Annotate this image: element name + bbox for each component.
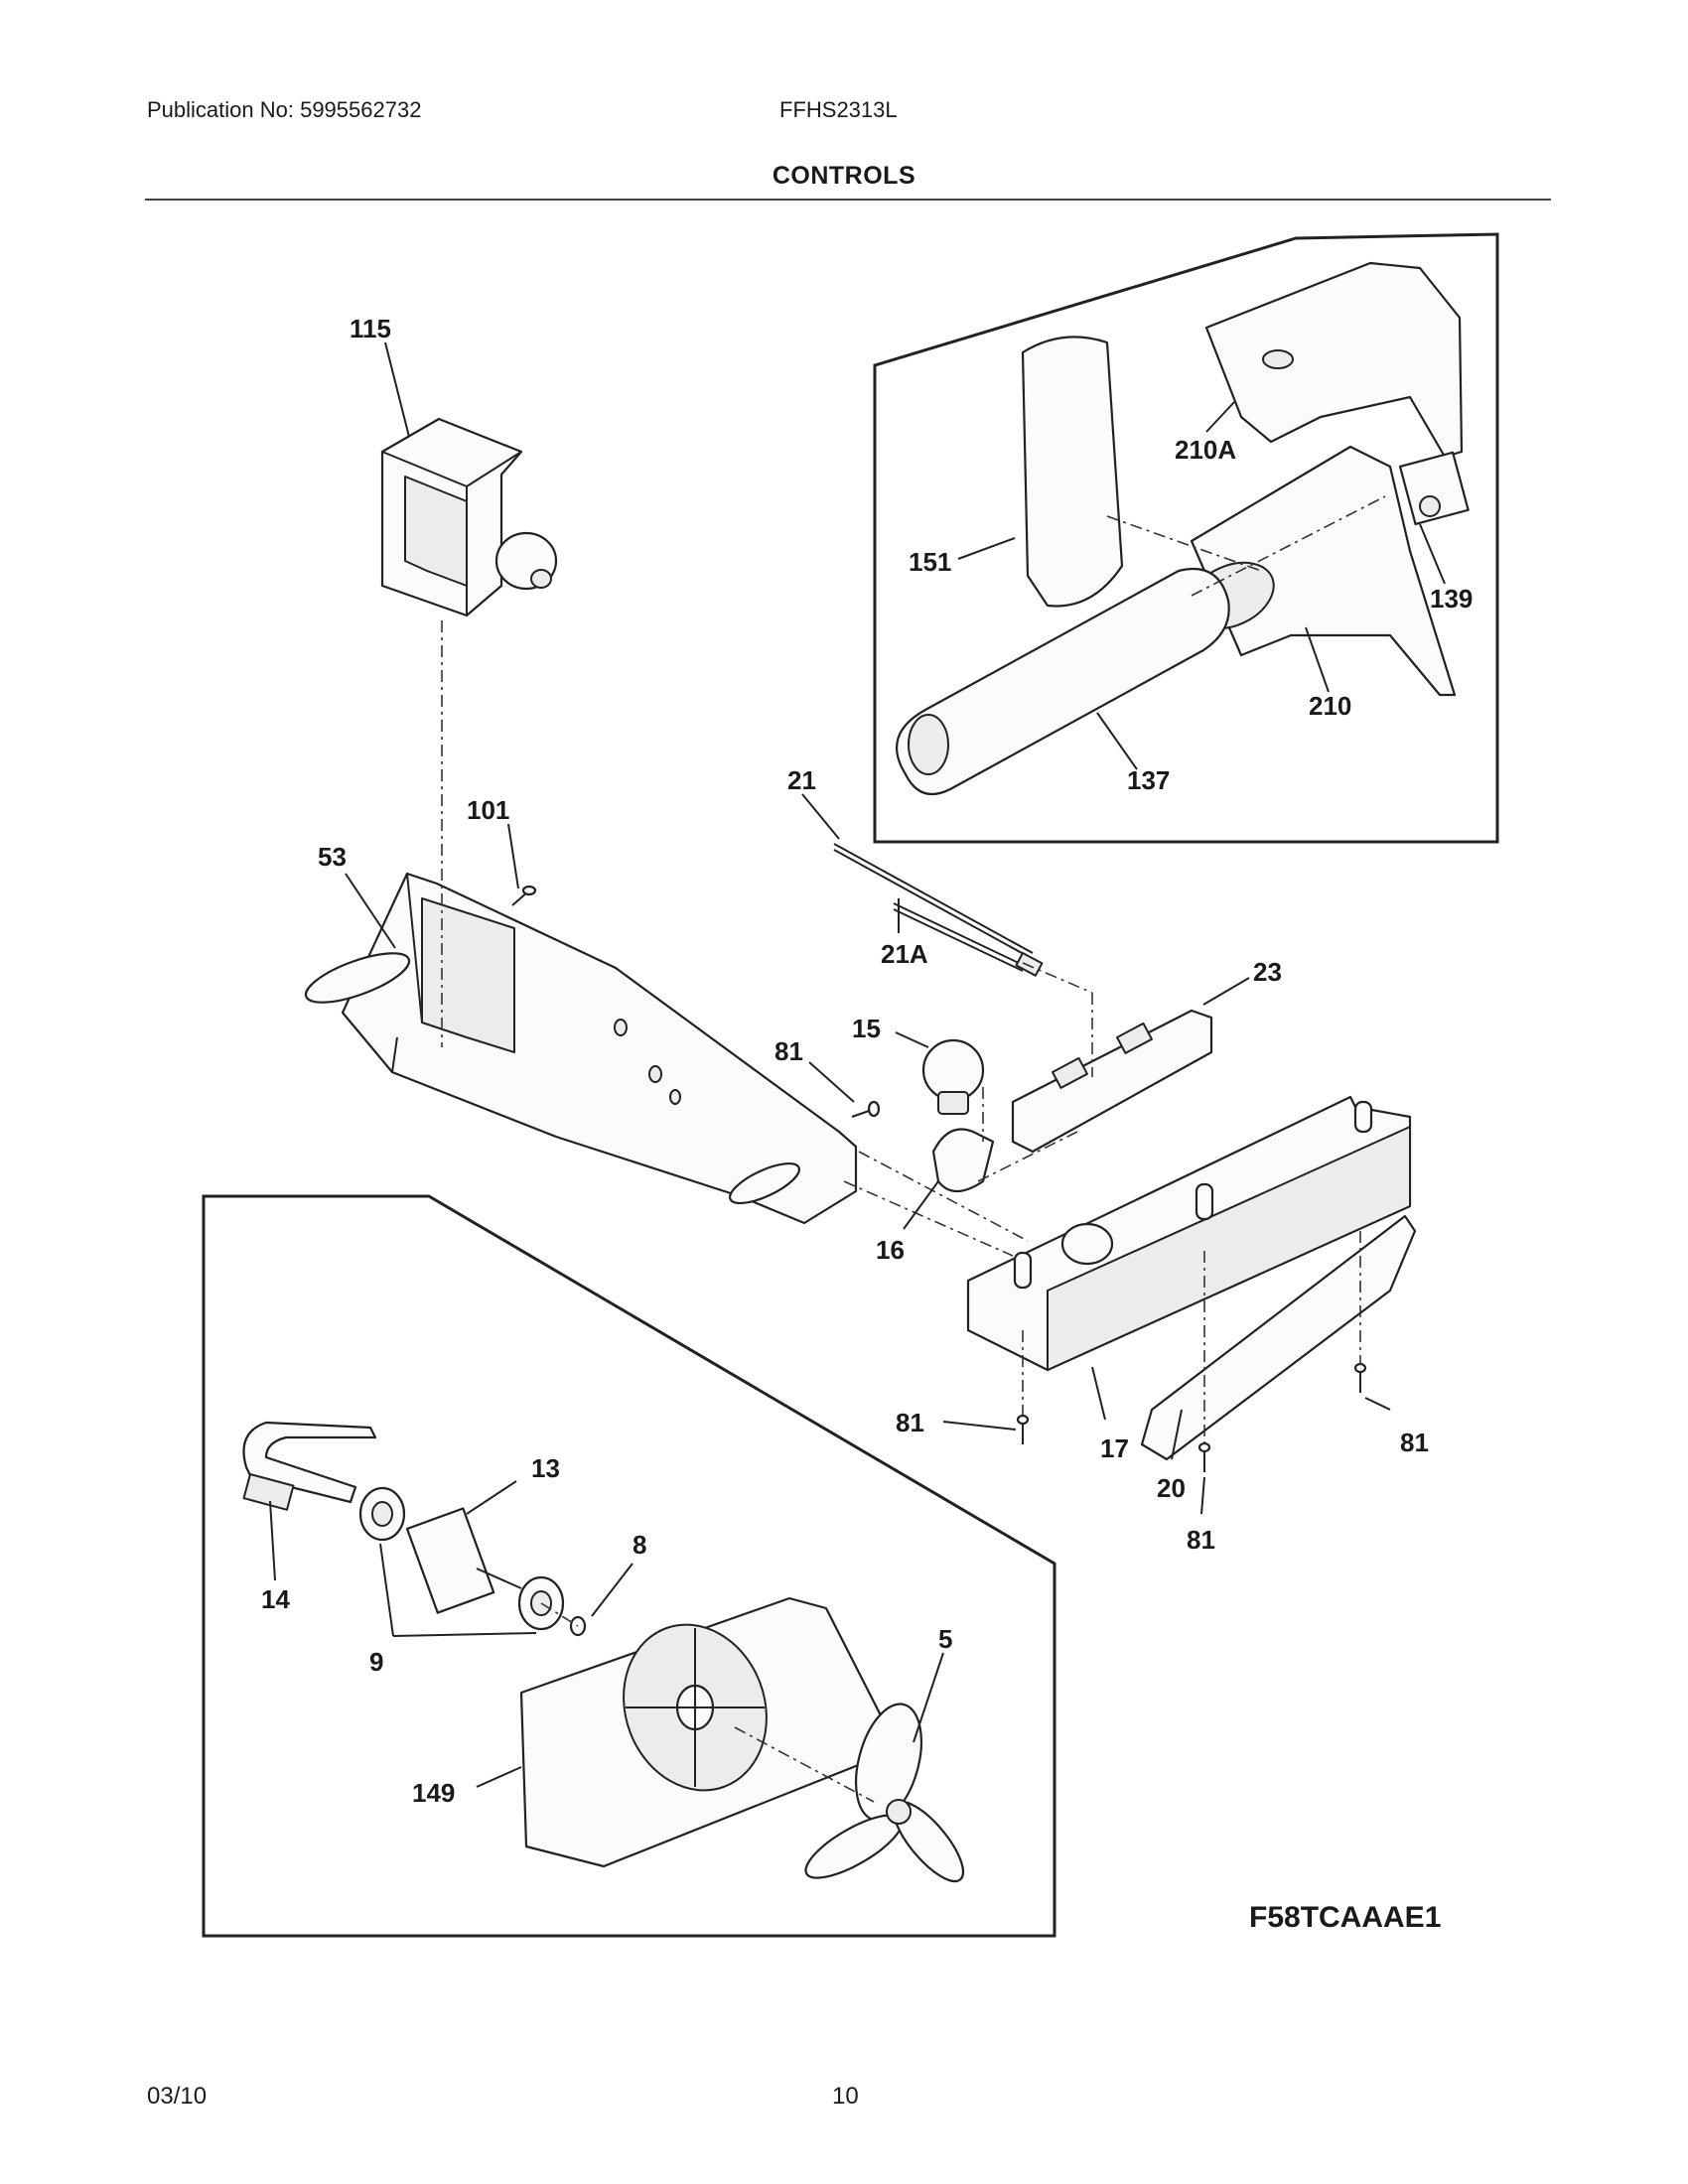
part-149-fan-shroud [519,1596,884,1868]
part-5-fan-blade [804,1703,965,1883]
callout-9: 9 [369,1647,383,1677]
callout-137: 137 [1127,765,1170,795]
callout-21: 21 [787,765,816,795]
callout-115: 115 [350,314,391,343]
callout-210: 210 [1309,691,1351,721]
callout-8: 8 [633,1530,646,1560]
part-81-screw-lower-middle [1197,1441,1211,1472]
callout-15: 15 [852,1014,881,1043]
callout-5: 5 [938,1624,952,1654]
part-17-dispenser-control-housing [966,1095,1412,1372]
figure-code: F58TCAAAE1 [1249,1901,1442,1934]
callout-151: 151 [909,547,951,577]
part-13-fan-motor [405,1507,522,1614]
part-21-sensor-harness [833,843,1044,977]
part-23-control-board [1011,1009,1213,1154]
water-filter-inset-box [873,232,1499,844]
part-139-valve [1398,451,1470,526]
footer-page-number: 10 [832,2083,859,2110]
callout-81-lower-left: 81 [896,1408,924,1437]
callout-139: 139 [1430,584,1473,614]
header-rule [145,199,1551,201]
callout-14: 14 [261,1584,290,1614]
callout-81-upper: 81 [774,1036,803,1066]
callout-53: 53 [318,842,347,872]
part-101-screw [511,885,537,906]
callout-210A: 210A [1175,435,1236,465]
model-number: FFHS2313L [779,97,898,122]
leader-lines [269,341,1446,1788]
callout-21A: 21A [881,939,928,969]
part-14-fan-bracket [242,1421,377,1511]
part-81-screw-lower-right [1353,1362,1367,1393]
part-151-bypass-cap [1021,336,1124,608]
alignment-lines [441,495,1386,1803]
callout-23: 23 [1253,957,1282,987]
fan-motor-inset-box [202,1194,1056,1938]
footer-date: 03/10 [147,2083,208,2110]
callout-17: 17 [1100,1433,1129,1463]
part-81-screw-lower-left [1016,1414,1030,1444]
part-137-water-filter [896,567,1230,796]
callout-20: 20 [1157,1473,1186,1503]
part-53-control-chassis [304,872,858,1225]
callout-13: 13 [531,1453,560,1483]
part-16-lamp-socket [931,1128,995,1193]
part-15-light-bulb [921,1038,985,1115]
callout-81-lower-right: 81 [1400,1428,1429,1457]
part-81-screw-upper [851,1100,881,1118]
callouts: 115 101 53 21 21A 23 15 81 16 210A 151 1… [261,314,1473,1808]
callout-149: 149 [412,1778,455,1808]
section-title: CONTROLS [772,162,916,190]
part-9-motor-grommet-left [358,1486,406,1542]
publication-number: Publication No: 5995562732 [147,97,422,122]
callout-81-lower-middle: 81 [1187,1525,1215,1555]
callout-101: 101 [467,795,509,825]
part-20-overlay-panel [1140,1214,1417,1461]
part-210A-filter-cover [1204,261,1464,459]
callout-16: 16 [876,1235,905,1265]
part-115-control-housing [380,417,558,617]
